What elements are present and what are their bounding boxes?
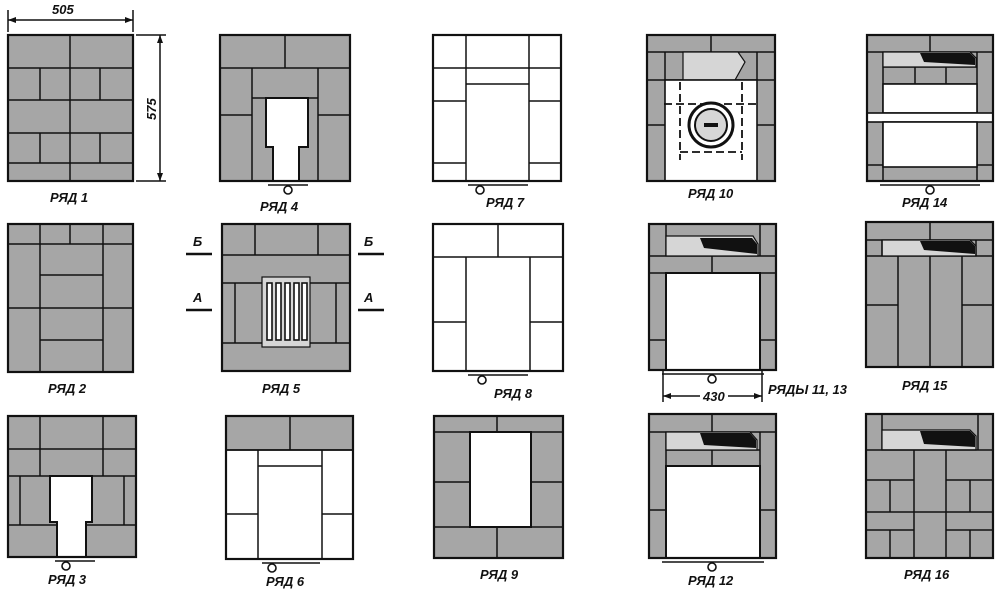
dimension-width-label: 505 (52, 2, 74, 17)
dimension-height-label: 575 (144, 98, 159, 120)
row-4-plan (218, 33, 352, 195)
row-11-13-plan (647, 222, 778, 384)
section-marks-left: Б А (186, 234, 212, 312)
row-1-label: РЯД 1 (50, 190, 88, 205)
section-mark-b-right: Б (364, 234, 373, 249)
row-9-label: РЯД 9 (480, 567, 519, 582)
row-10-label: РЯД 10 (688, 186, 734, 201)
row-15-label: РЯД 15 (902, 378, 948, 393)
row-5-label: РЯД 5 (262, 381, 301, 396)
dimension-firebox-label: 430 (702, 389, 725, 404)
row-1-plan (6, 33, 135, 183)
row-6-plan (224, 414, 355, 573)
row-6-label: РЯД 6 (266, 574, 305, 589)
section-mark-a-right: А (363, 290, 373, 305)
row-7-plan (431, 33, 563, 195)
row-12-label: РЯД 12 (688, 573, 734, 588)
row-3-label: РЯД 3 (48, 572, 87, 587)
rows-11-13-label: РЯДЫ 11, 13 (768, 382, 848, 397)
row-14-plan (865, 33, 995, 195)
row-9-plan (432, 414, 565, 560)
row-3-plan (6, 414, 138, 571)
row-12-plan (647, 412, 778, 572)
row-2-label: РЯД 2 (48, 381, 87, 396)
row-8-plan (431, 222, 565, 385)
row-16-label: РЯД 16 (904, 567, 950, 582)
dimension-width: 505 (7, 2, 134, 32)
row-4-label: РЯД 4 (260, 199, 299, 214)
row-5-plan (220, 222, 352, 373)
row-7-label: РЯД 7 (486, 195, 525, 210)
section-mark-a-left: А (192, 290, 202, 305)
row-16-plan (864, 412, 995, 560)
row-8-label: РЯД 8 (494, 386, 533, 401)
row-15-plan (864, 220, 995, 369)
row-10-plan (645, 33, 777, 183)
section-marks-right: Б А (358, 234, 384, 312)
section-mark-b-left: Б (193, 234, 202, 249)
dimension-height: 575 (136, 34, 166, 182)
dimension-firebox: 430 (662, 370, 763, 404)
row-14-label: РЯД 14 (902, 195, 948, 210)
row-2-plan (6, 222, 135, 374)
